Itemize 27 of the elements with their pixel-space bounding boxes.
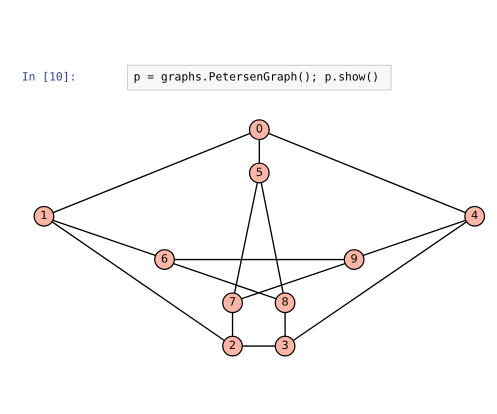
label: p = graphs.PetersenGraph(); p.show() xyxy=(134,69,380,84)
connector xyxy=(363,219,466,256)
connector xyxy=(258,139,260,163)
connector xyxy=(293,220,467,340)
node-circle: 3 xyxy=(274,335,296,356)
connector xyxy=(174,258,344,260)
node-circle: 9 xyxy=(344,248,365,270)
node-circle: 4 xyxy=(464,205,486,226)
connector xyxy=(173,262,276,299)
node-circle: 5 xyxy=(248,162,270,183)
connector xyxy=(284,312,286,336)
connector xyxy=(52,219,156,256)
connector xyxy=(232,312,234,336)
label: In [10]: xyxy=(22,69,76,84)
node-circle: 1 xyxy=(34,205,54,226)
connector xyxy=(52,220,225,340)
node-circle: 2 xyxy=(222,335,243,356)
node-circle: 0 xyxy=(248,118,270,140)
connector xyxy=(241,262,346,299)
node-circle: 6 xyxy=(154,248,175,270)
connector xyxy=(260,182,284,293)
node-circle: 8 xyxy=(274,292,296,313)
node-circle: 7 xyxy=(222,292,243,313)
connector xyxy=(53,132,250,213)
connector xyxy=(242,344,276,346)
connector xyxy=(234,182,258,293)
connector xyxy=(268,132,466,213)
